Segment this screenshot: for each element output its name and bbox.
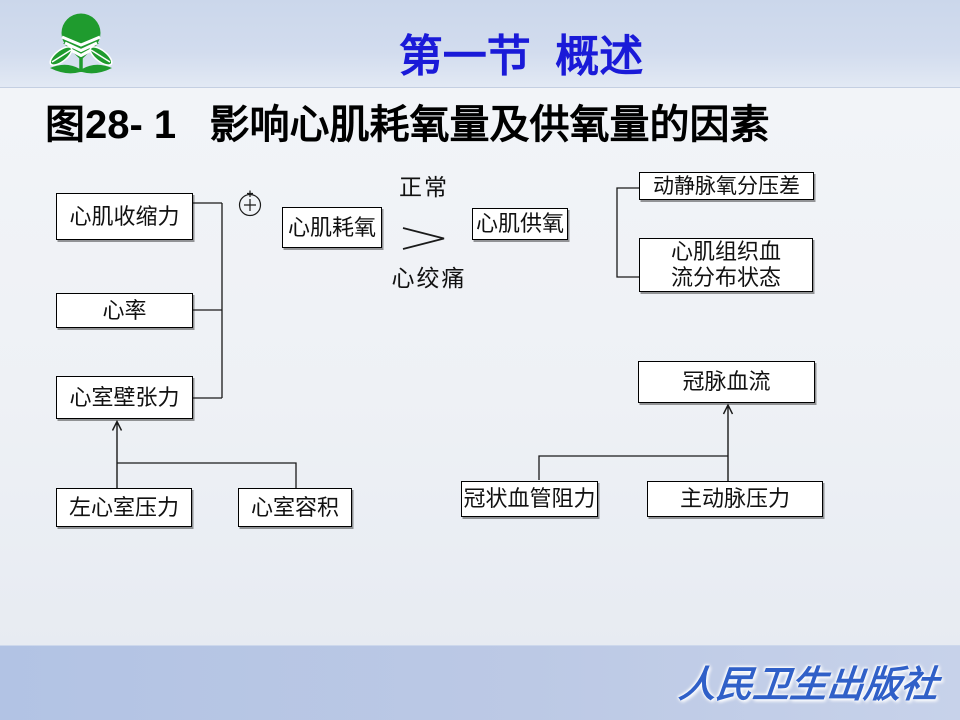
coronary-connector <box>538 455 728 480</box>
wall-tension-arrow <box>111 419 123 488</box>
publisher-logo-icon <box>49 13 113 74</box>
box-o2-supply: 心肌供氧 <box>472 208 568 240</box>
greater-than-icon <box>402 227 445 250</box>
left-column-connector <box>193 202 223 399</box>
box-coronary-resistance: 冠状血管阻力 <box>461 481 598 517</box>
box-heart-rate: 心率 <box>56 293 193 328</box>
box-wall-tension: 心室壁张力 <box>56 376 193 419</box>
header-band <box>0 0 960 88</box>
coronary-flow-arrow <box>722 403 734 481</box>
box-lv-pressure: 左心室压力 <box>56 488 192 527</box>
label-angina: 心绞痛 <box>391 266 467 291</box>
box-av-o2-diff: 动静脉氧分压差 <box>639 172 814 200</box>
publisher-name: 人民卫生出版社 <box>676 662 941 706</box>
footer-band <box>0 645 960 720</box>
label-normal: 正常 <box>399 175 449 200</box>
supply-bracket <box>616 187 639 278</box>
box-coronary-flow: 冠脉血流 <box>638 361 815 403</box>
figure-caption: 图28- 1 影响心肌耗氧量及供氧量的因素 <box>45 103 770 147</box>
box-aortic-pressure: 主动脉压力 <box>647 481 823 517</box>
volume-pressure-connector <box>117 462 297 488</box>
slide-title: 第一节 概述 <box>398 32 644 81</box>
box-contractility: 心肌收缩力 <box>56 193 193 240</box>
plus-circle-icon <box>238 190 262 217</box>
box-o2-consumption: 心肌耗氧 <box>282 207 382 248</box>
box-tissue-flow: 心肌组织血 流分布状态 <box>639 238 813 292</box>
box-ventricular-volume: 心室容积 <box>238 488 352 527</box>
